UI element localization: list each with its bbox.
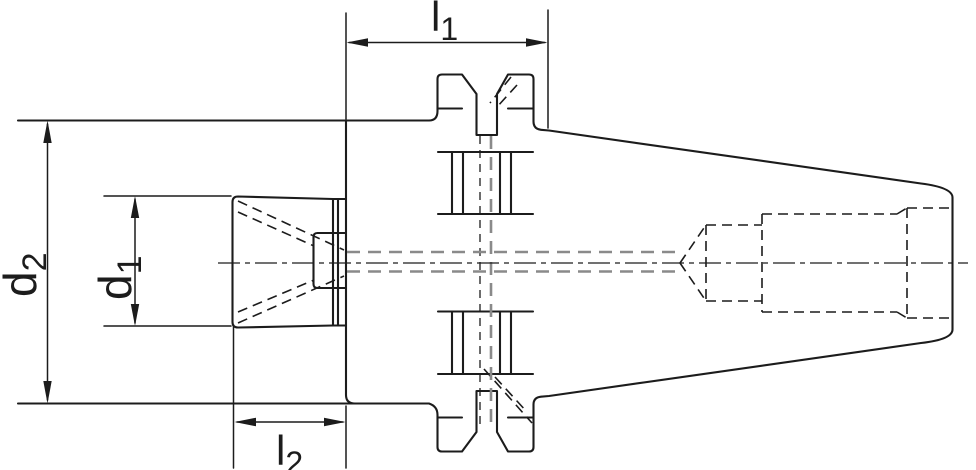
flange-slot-lines xyxy=(450,150,513,376)
groove-chamfer-hidden xyxy=(483,76,533,424)
body-front-face xyxy=(344,119,357,405)
d2-arrow-up xyxy=(43,120,52,143)
nose-cap-land-lines xyxy=(331,197,340,327)
label-d1: d1 xyxy=(89,255,149,300)
collet-taper-hidden xyxy=(237,200,345,324)
hidden-edge-lines xyxy=(237,76,950,430)
l1-arrow-right xyxy=(526,38,548,47)
l2-arrow-left xyxy=(234,417,256,427)
d2-arrow-down xyxy=(43,381,52,404)
d1-arrow-up xyxy=(130,196,140,218)
dimension-arrowheads xyxy=(43,38,548,427)
label-l2: l2 xyxy=(276,427,303,470)
dimension-l2-extensions xyxy=(232,324,347,469)
d1-arrow-down xyxy=(130,304,140,326)
l1-arrow-left xyxy=(346,38,368,47)
nose-cap-outline xyxy=(231,195,348,329)
label-d2: d2 xyxy=(0,252,54,297)
dimension-l1-extensions xyxy=(345,9,549,129)
flange-detail-lines xyxy=(436,107,535,419)
dimension-lines xyxy=(46,9,549,469)
central-bore-lines xyxy=(347,250,679,273)
l2-arrow-right xyxy=(324,417,346,427)
label-l1: l1 xyxy=(431,0,458,47)
bore-hidden-lines-gray xyxy=(347,136,679,430)
collet-tip-outline xyxy=(312,231,348,290)
dimension-d1-extensions xyxy=(103,195,232,327)
